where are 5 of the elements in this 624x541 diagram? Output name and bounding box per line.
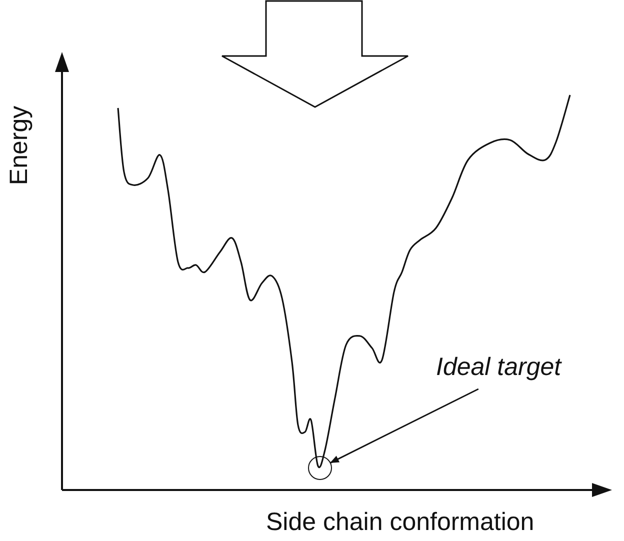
- axis-title: Energy: [7, 106, 32, 186]
- callout-text: Ideal target: [436, 355, 562, 380]
- minimum-marker-circle: [308, 456, 332, 480]
- arrow: [330, 388, 479, 464]
- axis-title: Side chain conformation: [266, 510, 534, 535]
